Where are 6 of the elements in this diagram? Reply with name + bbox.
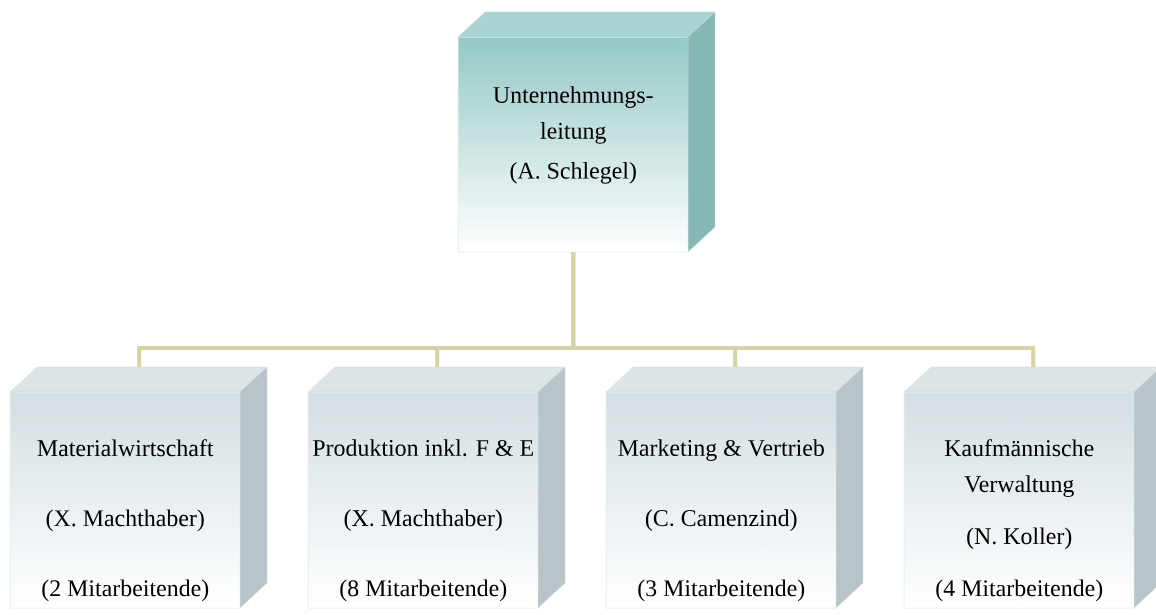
org-box: Marketing & Vertrieb (C. Camenzind) (3 Mitarbeitende)	[605, 366, 864, 609]
org-box: Kaufmännische Verwaltung (N. Koller) (4 Mitarbeitende)	[903, 366, 1156, 609]
connector-line	[571, 252, 1036, 367]
org-box: Produktion inkl. F & E (X. Machthaber) (8 Mitarbeitende)	[307, 366, 566, 609]
org-box: Materialwirtschaft (X. Machthaber) (2 Mitarbeitende)	[9, 366, 268, 609]
org-box: Unternehmungs- leitung (A. Schlegel)	[457, 11, 716, 253]
